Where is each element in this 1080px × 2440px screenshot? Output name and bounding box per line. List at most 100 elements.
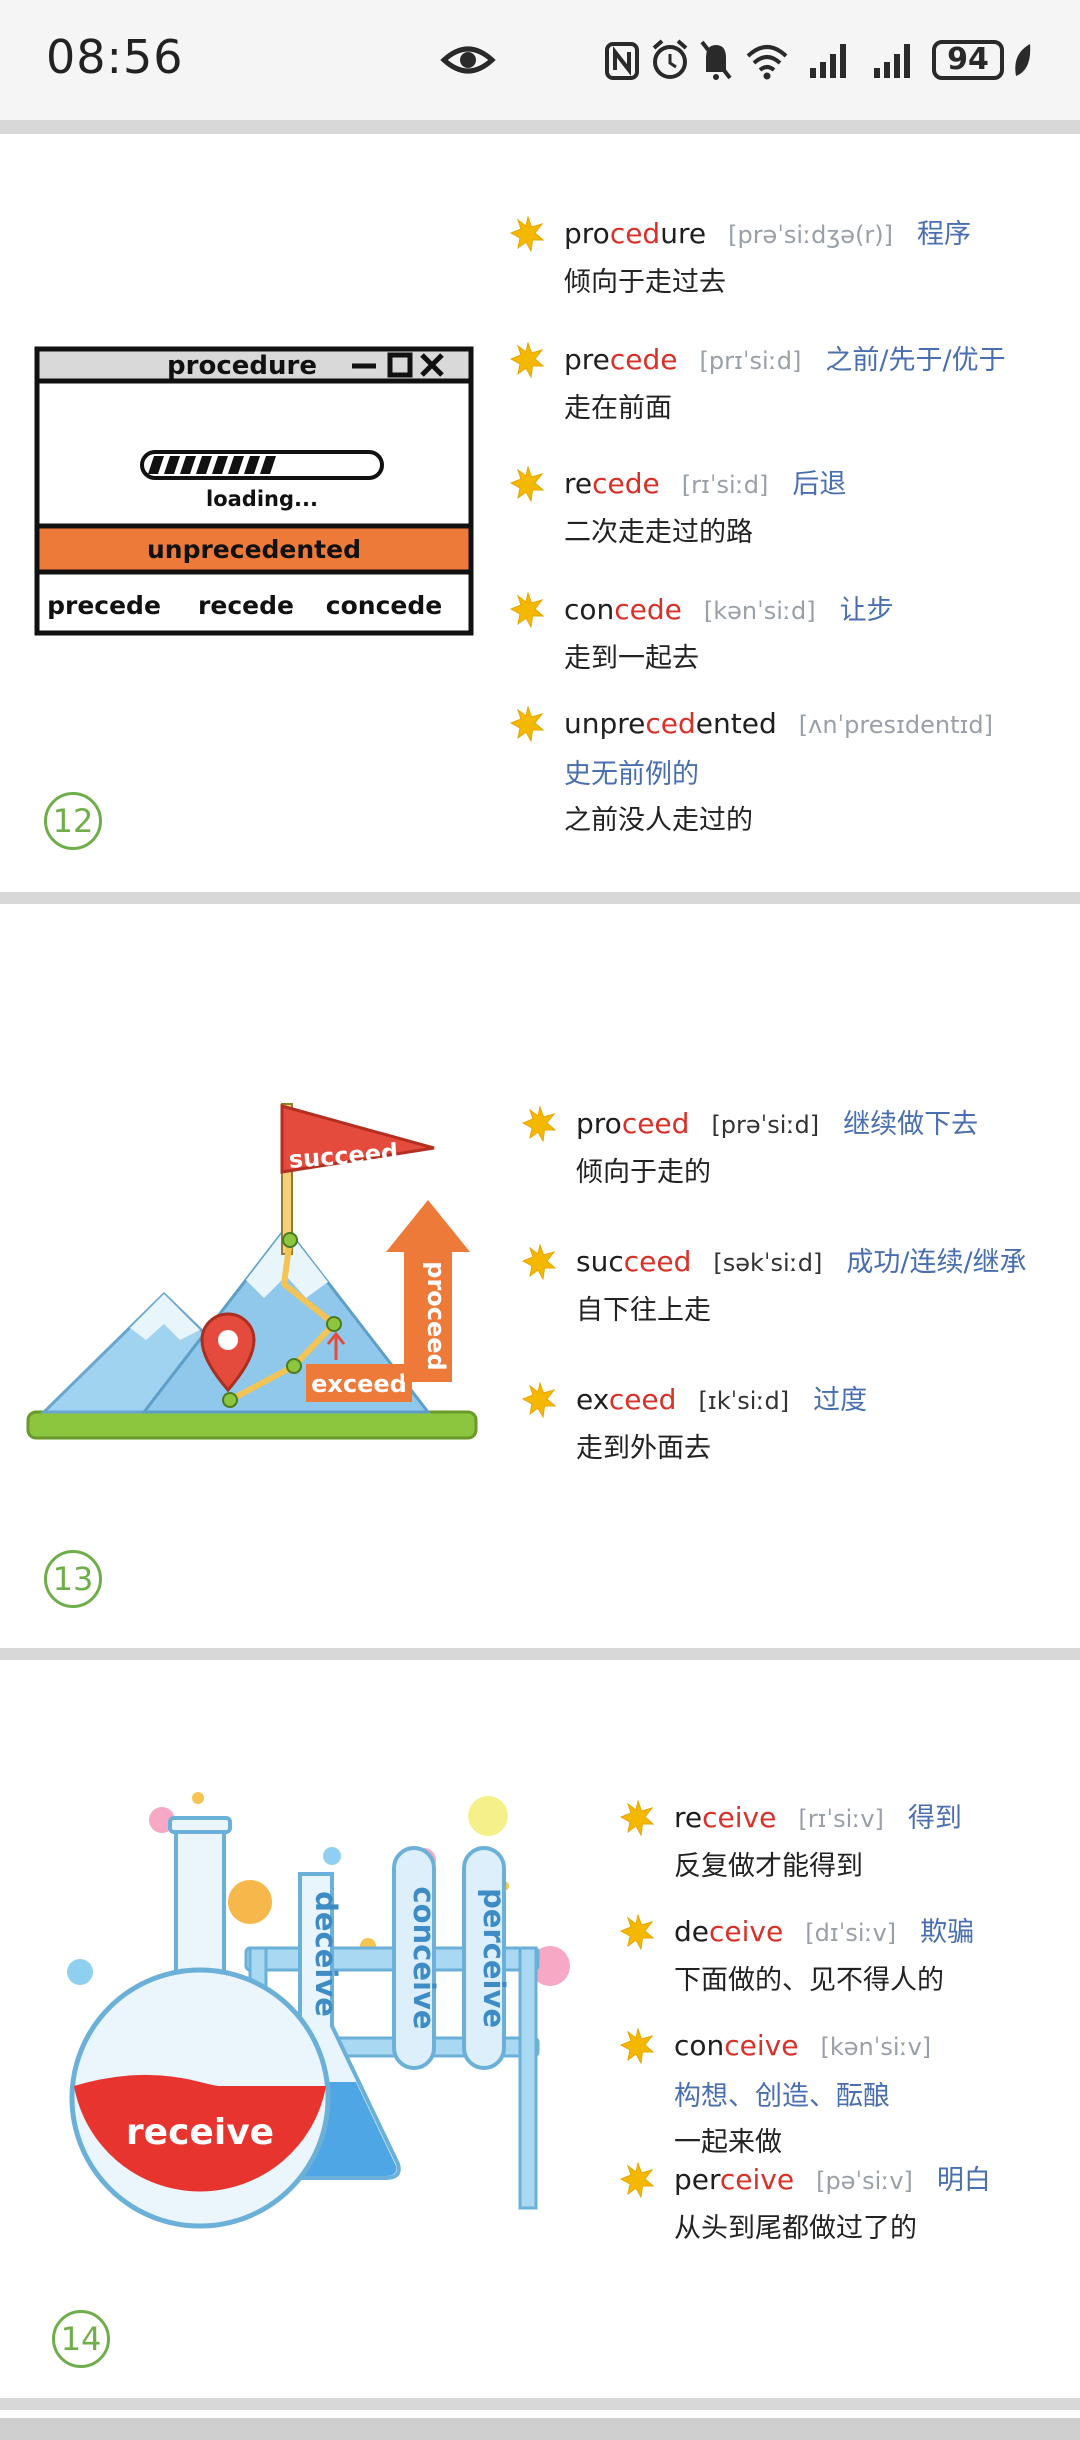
round-flask-lip <box>168 1816 232 1834</box>
word-line: concede[kənˈsiːd]让步 <box>564 590 894 631</box>
word: receive <box>674 1801 776 1834</box>
word: perceive <box>674 2163 794 2196</box>
word: procedure <box>564 217 706 250</box>
phonetic: [ʌnˈpresɪdentɪd] <box>798 711 994 739</box>
word-prefix: con <box>674 2029 725 2062</box>
explanation: 反复做才能得到 <box>674 1851 863 1882</box>
section-14: conceive perceive deceive receive 14 rec… <box>0 1660 1080 2398</box>
word-prefix: per <box>674 2163 720 2196</box>
star-icon <box>509 591 546 629</box>
rack-leg <box>518 1946 538 2210</box>
word-root: ceive <box>719 2163 795 2196</box>
progress-stripe <box>196 456 212 474</box>
word-prefix: pro <box>576 1107 622 1140</box>
phonetic: [rɪˈsiːv] <box>798 1805 884 1833</box>
up-arrow-small-icon <box>326 1331 346 1360</box>
meaning: 程序 <box>917 219 971 250</box>
word-prefix: pro <box>564 217 610 250</box>
word: proceed <box>576 1107 689 1140</box>
phonetic: [kənˈsiːv] <box>820 2033 932 2061</box>
word-suffix: ure <box>660 217 707 250</box>
meaning: 得到 <box>907 1803 962 1834</box>
progress-stripe <box>244 456 260 474</box>
round-flask-label: receive <box>126 2112 274 2153</box>
word-prefix: unpre <box>564 707 646 740</box>
meaning: 成功/连续/继承 <box>846 1247 1027 1278</box>
signal-icon <box>874 44 910 78</box>
meaning: 明白 <box>936 2165 991 2196</box>
leaf-icon <box>1015 44 1031 76</box>
section-13: succeed exceed proceed 13 proceed[prəˈsi… <box>0 904 1080 1648</box>
star-icon <box>619 1799 656 1837</box>
word-prefix: re <box>674 1801 703 1834</box>
status-time: 08:56 <box>46 30 184 84</box>
word-root: ced <box>609 217 661 250</box>
word-prefix: con <box>564 593 615 626</box>
section-number-12: 12 <box>44 792 102 850</box>
word-root: ceed <box>621 1107 690 1140</box>
decor-dot <box>468 1796 508 1836</box>
banner-text: unprecedented <box>147 535 361 564</box>
meaning: 继续做下去 <box>843 1109 979 1140</box>
illus-word-concede: concede <box>326 591 442 620</box>
word-prefix: pre <box>564 343 610 376</box>
word: concede <box>564 593 682 626</box>
round-flask-liquid-wave <box>74 2074 326 2092</box>
progress-stripe <box>148 456 164 474</box>
word-line: recede[rɪˈsiːd]后退 <box>564 464 846 505</box>
word: conceive <box>674 2029 798 2062</box>
mountain-illustration: succeed exceed proceed <box>26 1103 478 1440</box>
exceed-text: exceed <box>311 1370 407 1398</box>
phonetic: [prəˈsiːdʒə(r)] <box>728 221 893 249</box>
tube-conceive-label: conceive <box>407 1886 441 2029</box>
status-bar: 08:56 <box>0 0 1080 120</box>
word: deceive <box>674 1915 783 1948</box>
word-line: conceive [kənˈsiːv] <box>674 2026 931 2067</box>
word: succeed <box>576 1245 691 1278</box>
loading-text: loading... <box>206 487 318 511</box>
path-node <box>222 1392 238 1408</box>
proceed-arrow-icon <box>386 1200 470 1382</box>
alarm-icon <box>652 39 688 79</box>
word-root: cede <box>609 343 678 376</box>
phonetic: [kənˈsiːd] <box>703 597 816 625</box>
battery-indicator: 94 <box>932 40 1004 80</box>
phonetic: [ɪkˈsiːd] <box>698 1387 790 1415</box>
meaning: 欺骗 <box>920 1917 975 1948</box>
tube-perceive <box>462 1846 506 2070</box>
word-root: ced <box>645 707 696 740</box>
meaning: 史无前例的 <box>564 759 699 790</box>
explanation: 走在前面 <box>564 393 672 424</box>
section-number-14: 14 <box>52 2310 110 2368</box>
flask-deceive-label: deceive <box>309 1891 343 2017</box>
phonetic: [dɪˈsiːv] <box>805 1919 897 1947</box>
progress-stripe <box>180 456 196 474</box>
word-line: succeed[səkˈsiːd]成功/连续/继承 <box>576 1242 1027 1283</box>
explanation: 倾向于走的 <box>576 1157 711 1188</box>
divider <box>0 892 1080 904</box>
explanation: 倾向于走过去 <box>564 267 726 298</box>
meaning: 之前/先于/优于 <box>825 345 1006 376</box>
word-line: proceed [prəˈsiːd] 继续做下去 <box>576 1104 978 1145</box>
decor-dot <box>67 1959 93 1985</box>
star-icon <box>619 2027 656 2065</box>
section-number-13: 13 <box>44 1550 102 1608</box>
phonetic: [rɪˈsiːd] <box>681 471 769 499</box>
word-root: ceed <box>608 1383 677 1416</box>
path-node <box>326 1316 342 1332</box>
star-icon <box>521 1105 558 1143</box>
phonetic: [pəˈsiːv] <box>816 2167 913 2195</box>
word-line: perceive [pəˈsiːv] 明白 <box>674 2160 991 2201</box>
divider <box>0 2398 1080 2410</box>
phonetic: [prəˈsiːd] <box>711 1111 820 1139</box>
star-icon <box>509 215 546 253</box>
star-icon <box>619 2161 656 2199</box>
progress-stripe <box>260 456 276 474</box>
explanation: 自下往上走 <box>576 1295 711 1326</box>
word-root: ceive <box>702 1801 777 1834</box>
word-root: cede <box>614 593 682 626</box>
explanation: 走到一起去 <box>564 643 699 674</box>
wifi-icon <box>746 45 788 80</box>
explanation: 下面做的、见不得人的 <box>674 1965 944 1996</box>
